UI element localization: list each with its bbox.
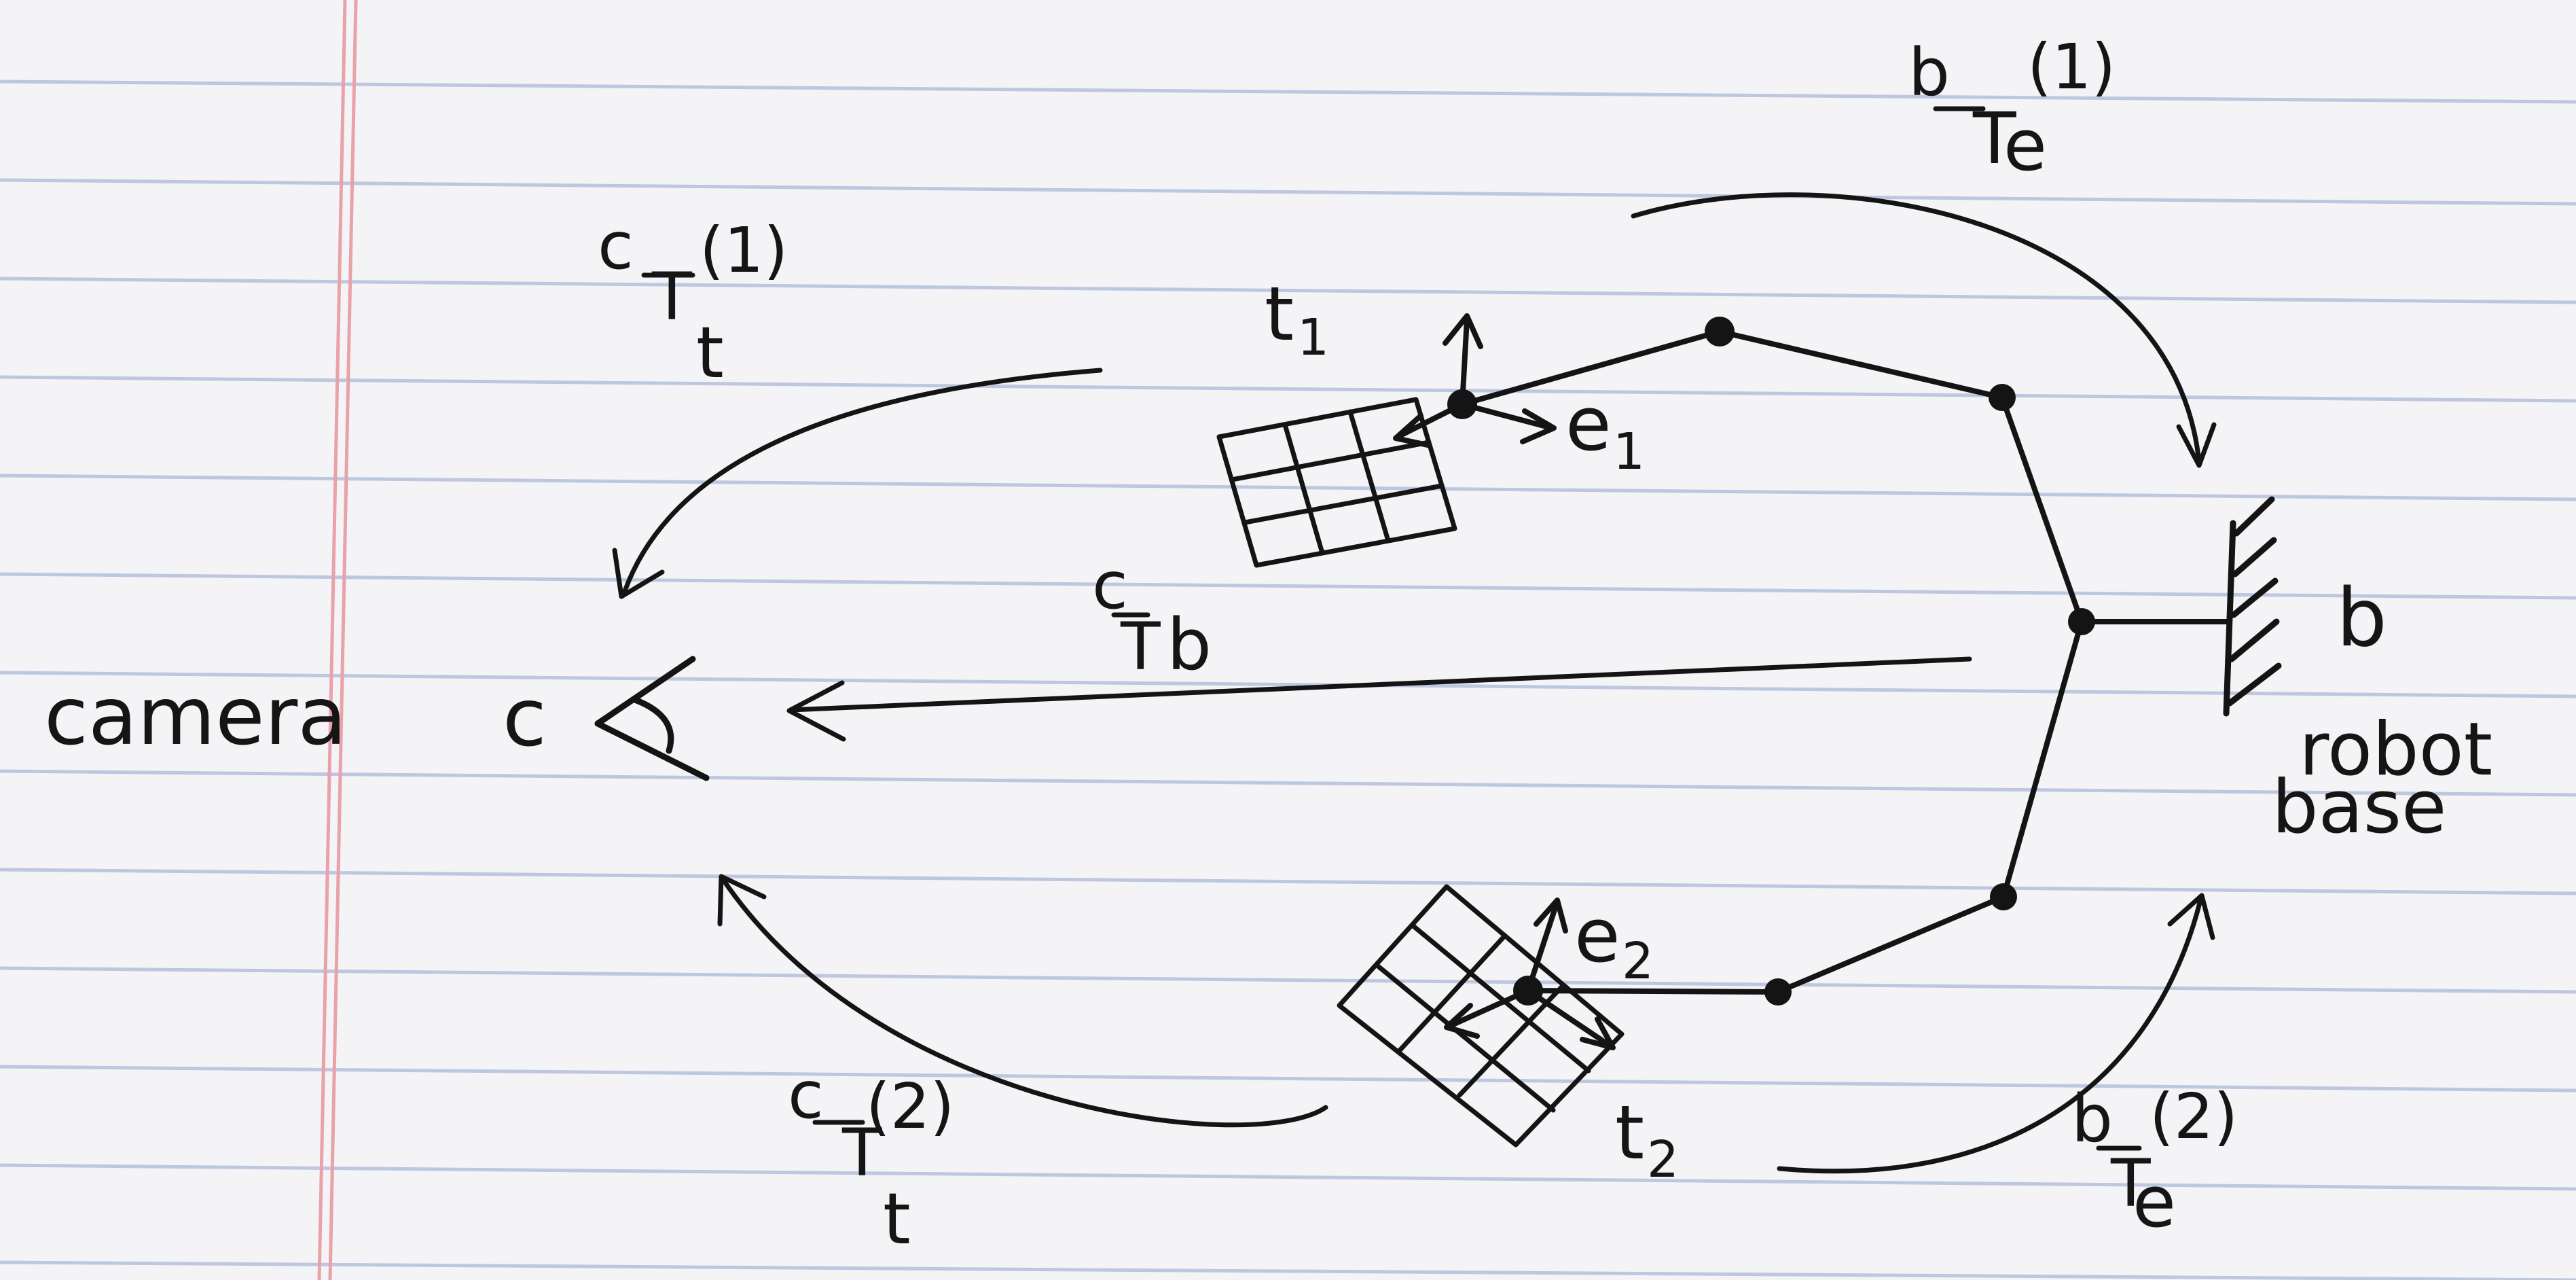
- label-cTb: c T b: [1092, 548, 1212, 686]
- label-cTt1: c T t (1): [598, 208, 788, 394]
- margin-line: [328, 0, 358, 1280]
- cTt2-sub: t: [883, 1177, 911, 1260]
- target-1-label: t: [1265, 270, 1294, 357]
- cTt1-main: T: [651, 259, 692, 335]
- cTt2-index: (2): [866, 1070, 954, 1143]
- rule-line: [0, 1260, 2576, 1280]
- arm-joint: [1989, 384, 2016, 411]
- transform-arrow-cTt1: [612, 368, 1103, 599]
- cTt1-index: (1): [700, 214, 788, 287]
- rule-line: [0, 572, 2576, 600]
- camera-eye-icon: [594, 656, 710, 781]
- base-frame-label: b: [2336, 571, 2387, 664]
- label-bTe1: b T e (1): [1908, 31, 2116, 187]
- robot-arm-joints: [1705, 317, 2095, 1006]
- transform-arrow-bTe2: [1777, 893, 2215, 1174]
- margin-line: [317, 0, 347, 1280]
- target-2-subscript: 2: [1647, 1131, 1679, 1189]
- rule-line: [0, 178, 2576, 206]
- bTe2-sub: e: [2133, 1160, 2176, 1243]
- rule-line: [0, 671, 2576, 698]
- effector-origin: [1513, 976, 1543, 1006]
- camera-frame-label: c: [503, 671, 547, 764]
- target-1-subscript: 1: [1297, 308, 1329, 367]
- cTt1-sup: c: [598, 208, 634, 284]
- robot-label: robot: [2299, 707, 2492, 792]
- effector-origin: [1447, 389, 1477, 419]
- cTb-sup: c: [1092, 548, 1128, 624]
- rule-line: [0, 966, 2576, 994]
- transform-arrow-cTt2: [717, 874, 1328, 1128]
- effector-1-subscript: 1: [1613, 423, 1645, 481]
- arm-joint: [1705, 317, 1735, 346]
- bTe2-main: T: [2110, 1145, 2151, 1222]
- cTb-main: T: [1120, 609, 1161, 685]
- bTe2-sup: b: [2071, 1081, 2113, 1157]
- bTe1-sub: e: [2003, 104, 2047, 187]
- end-effector-frame-2-icon: [1444, 897, 1616, 1050]
- transform-arrow-cTb: [786, 656, 1972, 742]
- bTe2-index: (2): [2149, 1080, 2238, 1153]
- effector-2-subscript: 2: [1622, 932, 1654, 991]
- cTt2-main: T: [841, 1115, 882, 1191]
- bTe1-index: (1): [2027, 31, 2116, 103]
- rule-line: [0, 769, 2576, 797]
- label-bTe2: b T e (2): [2071, 1080, 2238, 1243]
- rule-line: [0, 375, 2576, 403]
- camera-label: camera: [44, 669, 347, 763]
- bTe1-main: T: [1972, 97, 2016, 180]
- rule-line: [0, 1163, 2576, 1191]
- robot-arm-pose-2: [1525, 619, 2084, 995]
- margin-lines: [317, 0, 358, 1280]
- effector-2-label: e: [1574, 892, 1620, 979]
- rule-line: [0, 474, 2576, 501]
- label-cTt2: c T t (2): [788, 1057, 954, 1260]
- calibration-target-1: [1216, 397, 1457, 568]
- rule-line: [0, 79, 2576, 104]
- rule-line: [0, 1065, 2576, 1092]
- base-label: base: [2272, 765, 2446, 850]
- end-effector-frame-1-icon: [1393, 313, 1557, 448]
- arm-joint: [1764, 978, 1792, 1006]
- rule-line: [0, 277, 2576, 304]
- rule-line: [0, 868, 2576, 895]
- arm-joint: [2068, 608, 2095, 635]
- ruled-lines: [0, 79, 2576, 1280]
- arm-joint: [1990, 883, 2017, 910]
- cTb-sub: b: [1167, 603, 1212, 686]
- target-2-label: t: [1615, 1089, 1644, 1176]
- cTt1-sub: t: [696, 311, 724, 394]
- robot-base-wall-icon: [2223, 496, 2282, 717]
- effector-1-label: e: [1565, 380, 1612, 467]
- transform-arrow-bTe1: [1631, 192, 2217, 468]
- bTe1-sup: b: [1908, 35, 1950, 111]
